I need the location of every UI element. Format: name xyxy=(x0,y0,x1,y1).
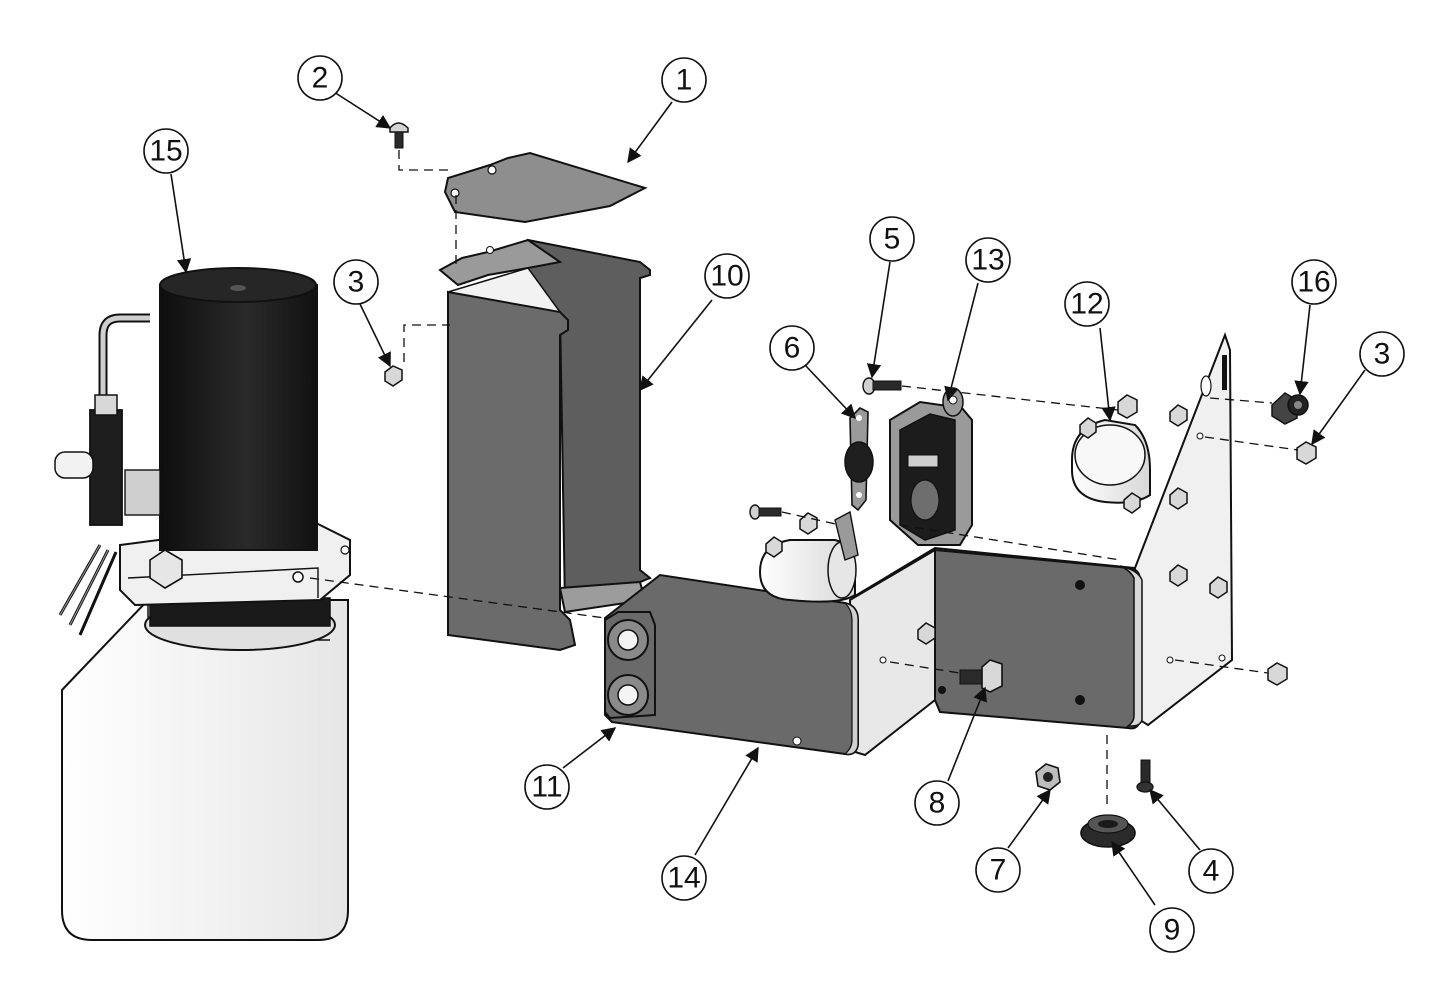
power-unit xyxy=(54,267,351,941)
screw-4 xyxy=(1136,759,1154,793)
leader-lines xyxy=(170,91,1366,906)
callout-14: 14 xyxy=(661,855,707,901)
nut-extra xyxy=(1267,662,1288,686)
callout-11: 11 xyxy=(524,764,570,810)
callout-13-label: 13 xyxy=(971,244,1004,277)
nut-7 xyxy=(1035,763,1061,791)
callout-3-left-label: 3 xyxy=(348,266,365,299)
screw-solenoid xyxy=(749,504,782,520)
callout-13: 13 xyxy=(965,237,1011,283)
callout-15-label: 15 xyxy=(149,135,182,168)
callout-8-label: 8 xyxy=(929,787,946,820)
callout-3-left: 3 xyxy=(333,259,379,305)
screw-2 xyxy=(389,122,409,149)
valve-fitting xyxy=(89,409,123,526)
reservoir-tank xyxy=(61,599,349,941)
callout-2-label: 2 xyxy=(312,62,329,95)
bolt-8 xyxy=(959,659,1003,693)
callout-5: 5 xyxy=(869,216,915,262)
callout-12: 12 xyxy=(1064,281,1110,327)
bolt-5 xyxy=(862,377,902,395)
callout-9-label: 9 xyxy=(1164,914,1181,947)
callout-6-label: 6 xyxy=(784,332,801,365)
callout-1: 1 xyxy=(661,57,707,103)
callout-12-label: 12 xyxy=(1070,288,1103,321)
nut-3-right xyxy=(1296,441,1317,465)
grommet-plate xyxy=(604,611,656,720)
callout-5-label: 5 xyxy=(884,223,901,256)
callout-10-label: 10 xyxy=(710,260,743,293)
callout-9: 9 xyxy=(1149,907,1195,953)
callout-8: 8 xyxy=(914,780,960,826)
callout-7-label: 7 xyxy=(990,854,1007,887)
callout-7: 7 xyxy=(975,847,1021,893)
callout-3-right: 3 xyxy=(1359,331,1405,377)
callout-16-label: 16 xyxy=(1297,266,1330,299)
callout-1-label: 1 xyxy=(676,64,693,97)
callouts: 1 2 3 3 4 5 6 7 xyxy=(143,55,1405,953)
callout-4-label: 4 xyxy=(1203,855,1220,888)
right-solenoid-12 xyxy=(1071,394,1151,514)
enclosure-cover xyxy=(438,238,652,652)
cover-lid xyxy=(443,151,648,224)
fuse-link xyxy=(834,407,874,561)
callout-16: 16 xyxy=(1291,259,1337,305)
mounting-bracket xyxy=(604,332,1234,757)
nut-3-left xyxy=(384,365,403,387)
callout-3-right-label: 3 xyxy=(1374,338,1391,371)
callout-10: 10 xyxy=(704,253,750,299)
callout-15: 15 xyxy=(143,128,189,174)
valve-knob xyxy=(54,451,94,479)
assembly-lines xyxy=(309,150,1299,810)
callout-14-label: 14 xyxy=(667,862,700,895)
callout-11-label: 11 xyxy=(531,771,562,804)
terminal-16 xyxy=(1271,392,1309,425)
callout-6: 6 xyxy=(769,325,815,371)
callout-2: 2 xyxy=(297,55,343,101)
motor-body xyxy=(159,284,318,551)
circuit-breaker xyxy=(889,387,973,546)
grommet-9 xyxy=(1080,814,1136,848)
hydraulic-tube xyxy=(98,313,150,400)
callout-4: 4 xyxy=(1188,848,1234,894)
